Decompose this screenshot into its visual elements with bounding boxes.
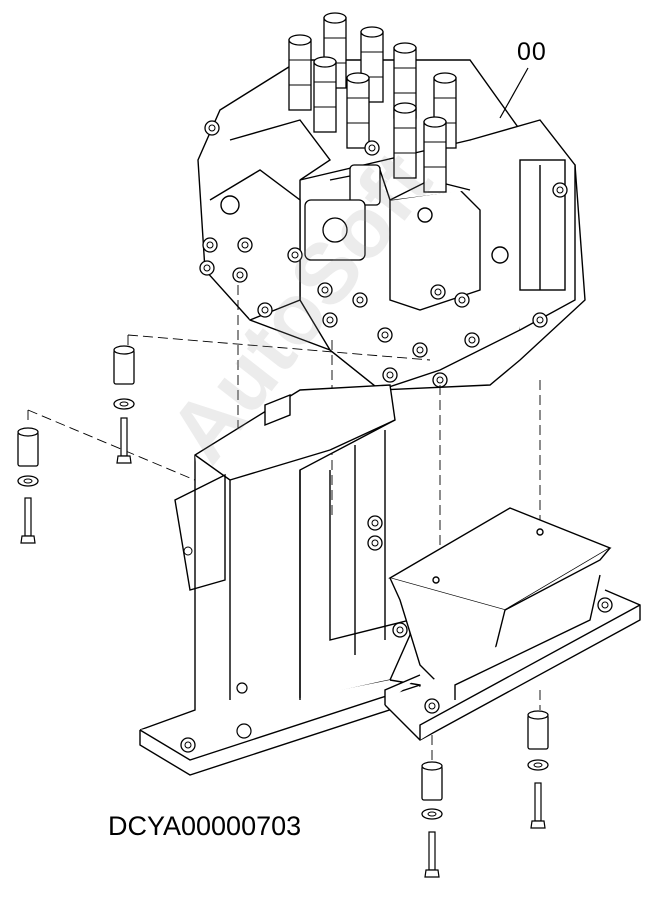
bottom-fasteners bbox=[421, 710, 549, 878]
callout-label-00: 00 bbox=[517, 38, 547, 66]
valve-manifold-block bbox=[304, 164, 381, 261]
control-valve-assembly bbox=[197, 59, 586, 391]
drawing-code: DCYA00000703 bbox=[108, 811, 302, 841]
support-bracket bbox=[139, 384, 421, 776]
callout-leader-line bbox=[499, 67, 529, 119]
mounting-pad bbox=[384, 507, 641, 741]
bracket-holes bbox=[180, 515, 408, 753]
left-fasteners bbox=[17, 345, 135, 544]
